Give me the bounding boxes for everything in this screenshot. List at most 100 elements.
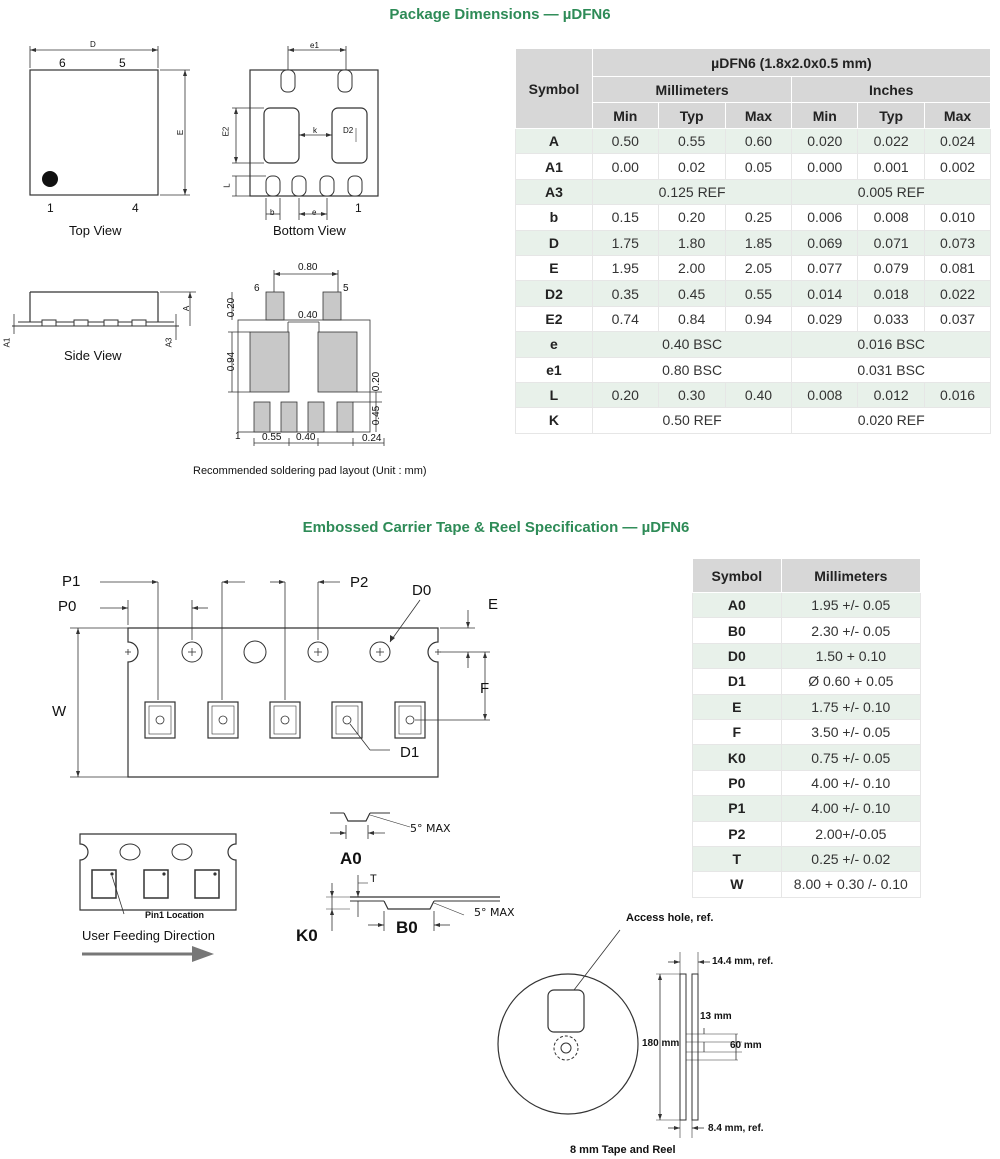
reel-caption: 8 mm Tape and Reel [570,1144,676,1156]
pad-dim-080: 0.80 [298,262,318,273]
table-cell-value: 0.018 [857,280,926,307]
table-cell-value: 0.000 [791,153,859,180]
table-cell-value: 0.005 REF [791,178,991,206]
table-cell-symbol: D [515,229,593,256]
pad-pin6: 6 [254,283,260,294]
table-subheader: Typ [857,102,926,129]
reel-diameter-13: 13 mm [700,1011,732,1022]
tape-cell-symbol: D0 [692,642,782,670]
cross-section-b0: B0 [396,918,418,937]
tape-cell-value: 8.00 + 0.30 /- 0.10 [780,871,922,898]
table-cell-value: 0.079 [857,254,926,282]
feed-direction-drawing [79,833,237,962]
pad-4 [336,401,354,433]
table-cell-value: 0.50 [591,127,659,155]
table-cell-value: 0.012 [857,381,926,409]
tape-cell-value: 0.25 +/- 0.02 [780,845,922,873]
table-header-millimeters: Millimeters [591,76,793,103]
table-cell-value: 0.05 [724,153,793,180]
bottom-view-pin1: 1 [355,201,362,215]
table-cell-value: 0.006 [791,204,859,231]
reel-drawing [497,929,742,1138]
tape-cell-symbol: P0 [692,769,782,797]
side-view-a-label: A [182,305,192,312]
pad-1 [253,401,271,433]
tape-cell-value: 3.50 +/- 0.05 [780,718,922,746]
tape-label-p0: P0 [58,598,77,615]
tape-cell-value: Ø 0.60 + 0.05 [780,668,922,695]
table-cell-value: 0.74 [591,305,659,333]
pad-dim-040-bottom: 0.40 [296,432,316,443]
tape-cell-value: 0.75 +/- 0.05 [780,744,922,771]
pad-dim-020-top: 0.20 [226,297,238,318]
table-cell-value: 0.80 BSC [591,356,793,383]
table-header-symbol: Symbol [515,48,593,129]
table-cell-value: 0.40 BSC [591,331,793,358]
tape-cell-value: 1.95 +/- 0.05 [780,591,922,619]
cross-section-max1: 5° MAX [410,822,451,835]
table-cell-value: 0.033 [857,305,926,333]
tape-label-d0: D0 [412,582,432,599]
pad-dim-045: 0.45 [371,405,383,426]
pad-layout-caption: Recommended soldering pad layout (Unit :… [193,465,427,477]
table-cell-value: 0.014 [791,280,859,307]
table-cell-value: 1.80 [657,229,726,256]
pad-dim-024: 0.24 [362,433,382,444]
table-cell-value: 0.20 [591,381,659,409]
table-subheader: Typ [657,102,726,129]
tape-table-header-millimeters: Millimeters [780,558,922,593]
table-header-package: µDFN6 (1.8x2.0x0.5 mm) [591,48,992,77]
tape-cell-value: 2.30 +/- 0.05 [780,617,922,644]
top-view-e-label: E [176,129,186,136]
table-cell-value: 0.84 [657,305,726,333]
pin1-dot-icon [42,171,58,187]
tape-label-d1: D1 [400,744,420,761]
pad-6 [265,291,285,321]
table-cell-value: 0.30 [657,381,726,409]
table-cell-value: 0.029 [791,305,859,333]
tape-label-p1: P1 [62,573,81,590]
top-view-pin6: 6 [59,56,66,70]
package-dimension-table: Symbol µDFN6 (1.8x2.0x0.5 mm) Millimeter… [515,48,992,434]
feeding-direction-label: User Feeding Direction [82,928,215,943]
table-cell-value: 0.45 [657,280,726,307]
pad-pin1: 1 [235,431,241,442]
table-subheader: Min [591,102,659,129]
table-cell-symbol: e1 [515,356,593,383]
side-view-a1-label: A1 [2,337,12,348]
tape-cell-symbol: W [692,871,782,898]
pad-layout-drawing [228,270,385,446]
table-cell-value: 0.55 [724,280,793,307]
table-cell-symbol: L [515,381,593,409]
table-cell-value: 0.001 [857,153,926,180]
top-view-pin5: 5 [119,56,126,70]
table-cell-value: 0.00 [591,153,659,180]
tape-label-w: W [52,703,67,720]
reel-width-144: 14.4 mm, ref. [712,956,774,967]
table-cell-value: 0.20 [657,204,726,231]
table-cell-symbol: b [515,204,593,231]
tape-cell-symbol: P1 [692,795,782,822]
table-cell-value: 0.60 [724,127,793,155]
tape-label-p2: P2 [350,574,369,591]
table-cell-value: 0.022 [924,280,991,307]
carrier-tape-drawing [70,580,490,778]
side-view-drawing [12,291,196,340]
bottom-view-e1-label: e1 [310,41,319,50]
table-cell-value: 2.00 [657,254,726,282]
pad-dim-094: 0.94 [226,351,238,372]
table-cell-value: 1.95 [591,254,659,282]
cross-section-k0: K0 [296,926,318,945]
bottom-view-e-label: e [312,208,317,217]
